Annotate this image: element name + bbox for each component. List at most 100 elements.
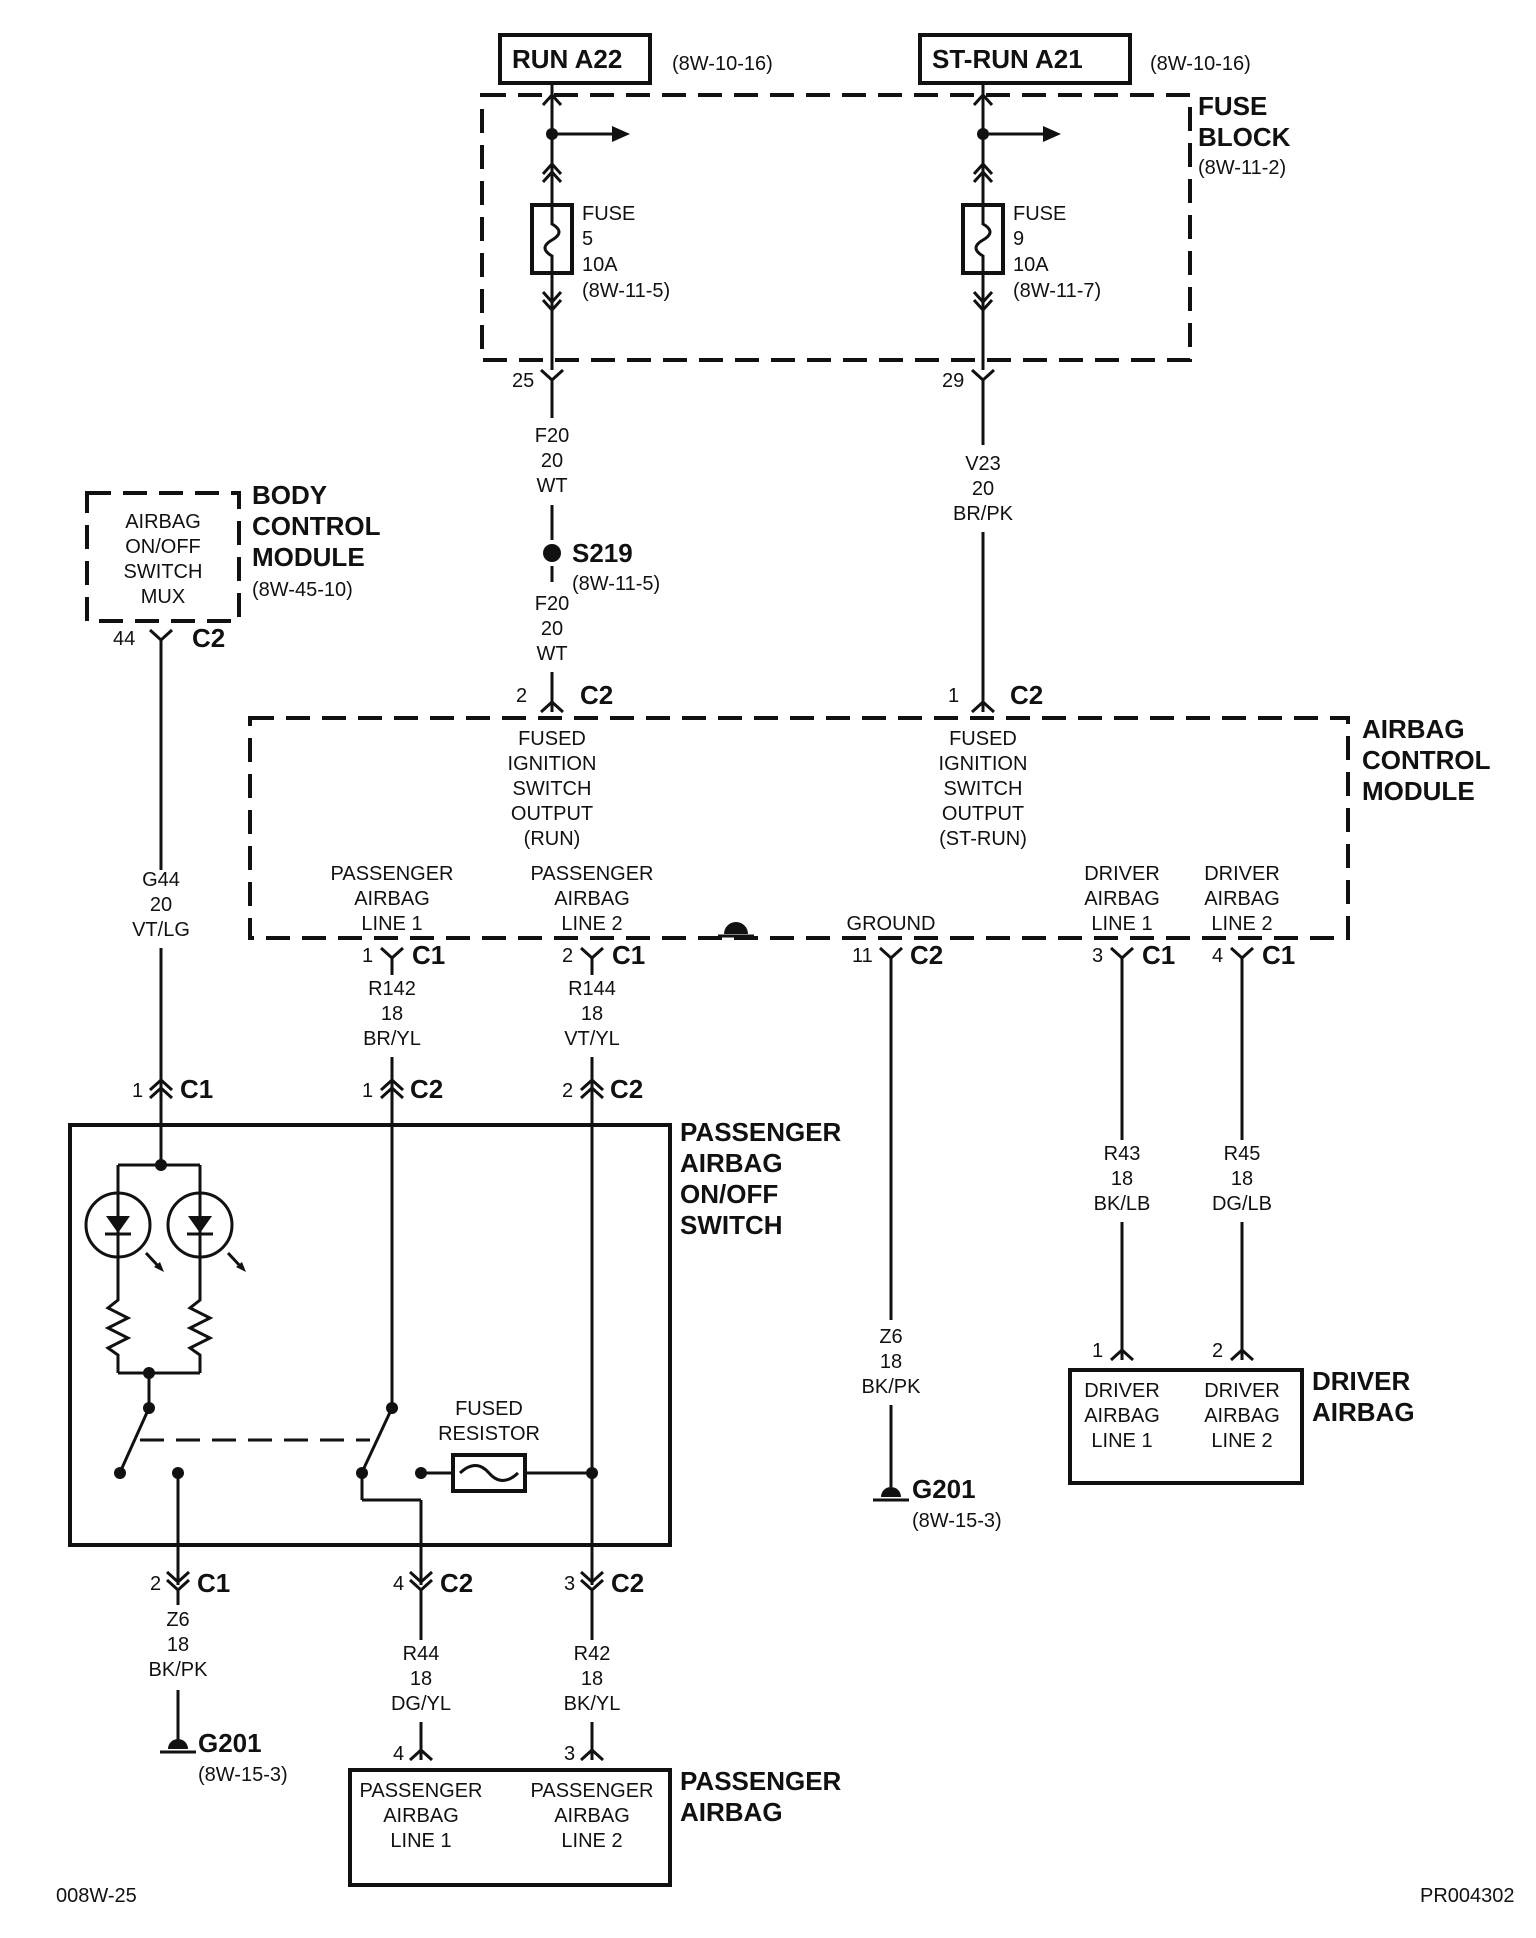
wire-z6-ground-2: 18: [880, 1351, 902, 1373]
acm-conn-in-run: C2: [580, 680, 613, 710]
fuse-9-label-4: (8W-11-7): [1013, 280, 1101, 302]
splice-s219-ref: (8W-11-5): [572, 573, 660, 595]
wire-f20-top-2: 20: [541, 450, 563, 472]
acm-drv-line2-3: LINE 2: [1211, 913, 1272, 935]
wire-g44-3: VT/LG: [132, 919, 190, 941]
acm-drv-line1-2: AIRBAG: [1084, 888, 1160, 910]
driver-airbag-line2-3: LINE 2: [1211, 1430, 1272, 1452]
acm-pin-3-number: 3: [1092, 945, 1103, 967]
acm-pin-in-strun: 1: [948, 685, 959, 707]
bcm-box-1: AIRBAG: [125, 511, 201, 533]
passenger-airbag-line2-1: PASSENGER: [531, 1780, 654, 1802]
switch-bottom-pin-4-number: 4: [393, 1573, 404, 1595]
acm-pin-2-conn: C1: [612, 940, 645, 970]
body-control-module: AIRBAG ON/OFF SWITCH MUX BODY CONTROL MO…: [85, 480, 381, 653]
wire-r45-3: DG/LB: [1212, 1193, 1272, 1215]
switch-housing: [68, 1123, 672, 1547]
wire-f20-bottom-3: WT: [536, 643, 567, 665]
driver-airbag-title-1: DRIVER: [1312, 1366, 1410, 1396]
acm-ground-label: GROUND: [847, 913, 936, 935]
wire-r43-1: R43: [1104, 1143, 1141, 1165]
acm-pin-1-number: 1: [362, 945, 373, 967]
acm-in-strun-1: FUSED: [949, 728, 1017, 750]
wire-r142: R142 18 BR/YL: [363, 958, 421, 1125]
acm-pin-1-conn: C1: [412, 940, 445, 970]
acm-drv-line1-3: LINE 1: [1091, 913, 1152, 935]
wire-r144-2: 18: [581, 1003, 603, 1025]
source-strun-a21: ST-RUN A21 (8W-10-16): [918, 33, 1251, 85]
wire-r142-2: 18: [381, 1003, 403, 1025]
wire-v23: V23 20 BR/PK: [953, 380, 1014, 714]
driver-airbag-line1-3: LINE 1: [1091, 1430, 1152, 1452]
ground-g201-left-label: G201: [198, 1728, 262, 1758]
switch-title-2: AIRBAG: [680, 1148, 783, 1178]
wire-r43: R43 18 BK/LB 1: [1092, 958, 1150, 1362]
wire-r45: R45 18 DG/LB 2: [1212, 958, 1272, 1362]
wire-g44: G44 20 VT/LG: [132, 640, 190, 1125]
source-run-label: RUN A22: [512, 44, 622, 74]
switch-top-pin-2c2-number: 2: [562, 1080, 573, 1102]
driver-airbag-pin-2: 2: [1212, 1340, 1223, 1362]
acm-pin-3-conn: C1: [1142, 940, 1175, 970]
acm-pass-line2-1: PASSENGER: [531, 863, 654, 885]
ground-g201-center-icon: [881, 1487, 901, 1497]
wire-v23-1: V23: [965, 453, 1001, 475]
driver-airbag-line1-2: AIRBAG: [1084, 1405, 1160, 1427]
driver-airbag-line2-2: AIRBAG: [1204, 1405, 1280, 1427]
acm-pin-4-number: 4: [1212, 945, 1223, 967]
acm-pin-2-c1: 2 C1: [562, 940, 645, 970]
passenger-airbag-line2-3: LINE 2: [561, 1830, 622, 1852]
acm-in-run-1: FUSED: [518, 728, 586, 750]
wire-z6-switch-2: 18: [167, 1634, 189, 1656]
acm-conn-in-strun: C2: [1010, 680, 1043, 710]
led-indicator-2-icon: [166, 1191, 246, 1272]
fuse-block-ref: (8W-11-2): [1198, 157, 1286, 179]
passenger-airbag-pin-3: 3: [564, 1743, 575, 1765]
ground-g201-center-label: G201: [912, 1474, 976, 1504]
acm-in-run-3: SWITCH: [513, 778, 592, 800]
footer-left-code: 008W-25: [56, 1885, 137, 1907]
wire-r45-2: 18: [1231, 1168, 1253, 1190]
wire-g44-1: G44: [142, 869, 180, 891]
fuse-5-label-4: (8W-11-5): [582, 280, 670, 302]
fuse-9: FUSE 9 10A (8W-11-7) 29: [942, 83, 1101, 392]
passenger-airbag-title-2: AIRBAG: [680, 1797, 783, 1827]
wire-r42-3: BK/YL: [564, 1693, 621, 1715]
switch-bottom-pin-4-conn: C2: [440, 1568, 473, 1598]
driver-airbag-line2-1: DRIVER: [1204, 1380, 1280, 1402]
fuse-5-label-3: 10A: [582, 254, 618, 276]
wire-r44-2: 18: [410, 1668, 432, 1690]
bcm-conn-c2: C2: [192, 623, 225, 653]
fused-resistor-label-2: RESISTOR: [438, 1423, 540, 1445]
fuse-9-label-1: FUSE: [1013, 203, 1066, 225]
fuse-5-label-1: FUSE: [582, 203, 635, 225]
wire-r42-1: R42: [574, 1643, 611, 1665]
wire-f20-top-3: WT: [536, 475, 567, 497]
fused-resistor-icon: [451, 1453, 527, 1493]
switch-contact-left-icon: [114, 1407, 184, 1479]
acm-pin-1-c1: 1 C1: [362, 940, 445, 970]
wire-r144-1: R144: [568, 978, 616, 1000]
acm-pass-line2-3: LINE 2: [561, 913, 622, 935]
passenger-airbag-switch: 1 C1 1 C2 2 C2 PASSENGER AIRBAG ON/OFF S…: [68, 1074, 842, 1547]
switch-top-pin-2c2-conn: C2: [610, 1074, 643, 1104]
acm-title-1: AIRBAG: [1362, 714, 1465, 744]
bcm-box-3: SWITCH: [124, 561, 203, 583]
ground-g201-center-ref: (8W-15-3): [912, 1510, 1002, 1532]
switch-bottom-pin-2-conn: C1: [197, 1568, 230, 1598]
acm-in-strun-4: OUTPUT: [942, 803, 1024, 825]
acm-in-run-2: IGNITION: [508, 753, 597, 775]
ground-g201-left: G201 (8W-15-3): [160, 1728, 288, 1786]
fuse-5-label-2: 5: [582, 228, 593, 250]
source-run-a22: RUN A22 (8W-10-16): [498, 33, 773, 85]
switch-bottom-pin-3-c2: 3 C2 R42 18 BK/YL 3: [564, 1545, 644, 1765]
bcm-ref: (8W-45-10): [252, 579, 353, 601]
acm-pin-4-conn: C1: [1262, 940, 1295, 970]
ground-g201-left-ref: (8W-15-3): [198, 1764, 288, 1786]
passenger-airbag-pin-4: 4: [393, 1743, 404, 1765]
wire-r44-1: R44: [403, 1643, 440, 1665]
acm-in-strun-5: (ST-RUN): [939, 828, 1027, 850]
bcm-box-4: MUX: [141, 586, 185, 608]
acm-in-strun-3: SWITCH: [944, 778, 1023, 800]
footer-right-code: PR004302: [1420, 1885, 1515, 1907]
